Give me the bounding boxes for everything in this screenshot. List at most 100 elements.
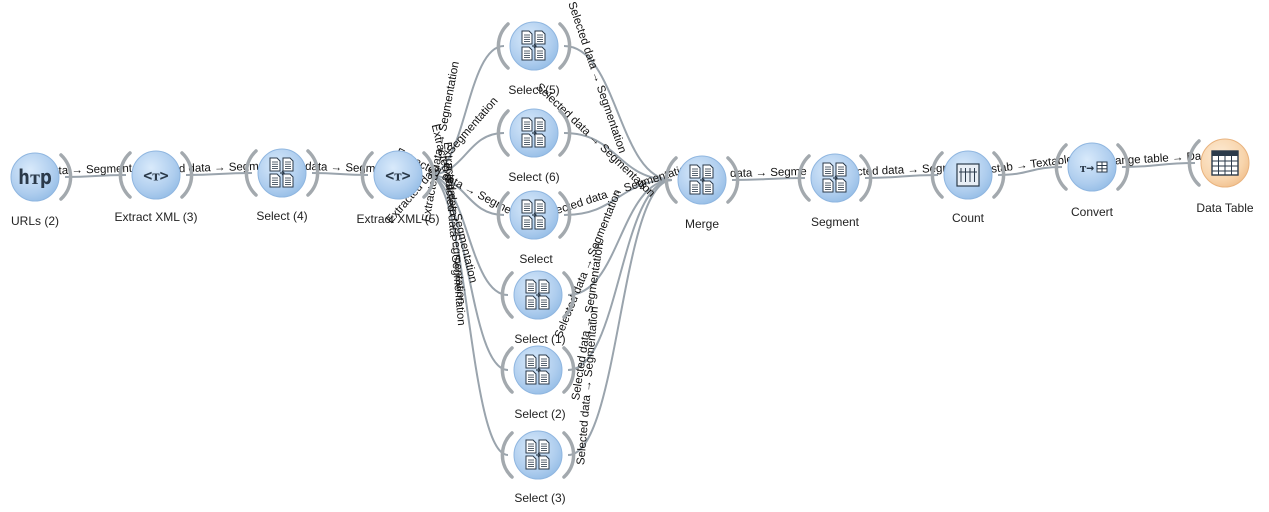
link-sel2-merge[interactable] [567,179,673,371]
link-xml5-sel[interactable] [427,174,505,216]
node-label: Select [519,252,553,266]
data-table-icon [1211,150,1239,176]
links-layer [64,45,1196,456]
node-label: Select (4) [256,209,307,223]
node-label: Select (5) [508,83,559,97]
node-xml5[interactable]: <ᴛ>Extract XML (5) [357,150,440,226]
output-channel-handle[interactable] [558,191,572,239]
link-xml5-sel5[interactable] [427,45,505,176]
xml-tag-icon: <ᴛ> [143,166,168,184]
link-sel1-merge[interactable] [567,179,673,296]
input-channel-handle[interactable] [500,346,514,394]
select-documents-icon [269,157,294,188]
node-xml3[interactable]: <ᴛ> Extract XML (3) [115,150,198,224]
node-count[interactable]: Count [930,150,1006,225]
input-channel-handle[interactable] [244,149,258,197]
node-sel2[interactable]: Select (2) [500,345,576,421]
node-label: Select (1) [514,332,565,346]
select-documents-icon [521,199,546,230]
output-channel-handle[interactable] [562,431,576,479]
link-xml3-sel4[interactable] [185,172,253,176]
select-documents-icon [525,439,550,470]
input-channel-handle[interactable] [500,431,514,479]
input-channel-handle[interactable] [360,151,374,199]
link-label-merge-segment: data → Segme [730,166,807,180]
node-sel[interactable]: Select [496,190,572,266]
node-circle[interactable] [1067,142,1117,192]
input-channel-handle[interactable] [496,191,510,239]
node-label: Select (2) [514,407,565,421]
link-label-sel4-xml5: data → Segm [305,161,376,176]
node-merge[interactable]: Merge [664,155,740,231]
node-label: Extract XML (5) [357,212,440,226]
node-datatable[interactable]: Data Table [1187,138,1254,215]
node-convert[interactable]: ᴛ→ Convert [1054,142,1130,219]
output-channel-handle[interactable] [59,153,73,201]
link-xml5-sel2[interactable] [427,174,509,371]
output-channel-handle[interactable] [992,151,1006,199]
output-channel-handle[interactable] [422,151,436,199]
output-channel-handle[interactable] [558,109,572,157]
input-channel-handle[interactable] [496,109,510,157]
link-xml5-sel6[interactable] [427,132,505,176]
node-label: Data Table [1196,201,1253,215]
select-documents-icon [521,117,546,148]
node-sel6[interactable]: Select (6) [496,108,572,184]
link-convert-datatable[interactable] [1121,162,1196,168]
link-xml5-sel1[interactable] [427,174,509,296]
node-segment[interactable]: Segment [797,153,873,229]
node-label: Count [952,211,985,225]
segment-documents-icon [822,162,847,193]
node-label: Segment [811,215,860,229]
input-channel-handle[interactable] [797,154,811,202]
input-channel-handle[interactable] [930,151,944,199]
output-channel-handle[interactable] [859,154,873,202]
input-channel-handle[interactable] [500,271,514,319]
link-label-sel5-merge: Selected data → Segmentation [565,0,628,155]
input-channel-handle[interactable] [664,156,678,204]
link-sel-merge[interactable] [563,179,673,216]
convert-table-icon: ᴛ→ [1080,161,1108,176]
output-channel-handle[interactable] [726,156,740,204]
count-table-icon [956,163,980,187]
output-channel-handle[interactable] [1116,143,1130,191]
input-channel-handle[interactable] [118,151,132,199]
node-sel5[interactable]: Select (5) [496,21,572,97]
output-channel-handle[interactable] [562,346,576,394]
link-label-xml3-sel4: d data → Segm [179,161,259,175]
svg-text:hᴛp: hᴛp [18,165,52,189]
output-channel-handle[interactable] [306,149,320,197]
input-channel-handle[interactable] [1054,143,1068,191]
node-label: Extract XML (3) [115,210,198,224]
input-channel-handle[interactable] [496,22,510,70]
node-label: Convert [1071,205,1114,219]
input-channel-handle[interactable] [1187,139,1201,187]
svg-text:<ᴛ>: <ᴛ> [143,166,168,184]
link-sel6-merge[interactable] [563,132,673,181]
output-channel-handle[interactable] [558,22,572,70]
link-sel5-merge[interactable] [563,45,673,181]
merge-documents-icon [689,164,714,195]
link-label-segment-count: ected data → Segm [850,162,952,178]
node-sel1[interactable]: Select (1) [500,270,576,346]
link-segment-count[interactable] [864,174,939,179]
select-documents-icon [525,354,550,385]
link-sel3-merge[interactable] [567,179,673,456]
link-count-convert[interactable] [997,166,1063,176]
output-channel-handle[interactable] [562,271,576,319]
node-circle[interactable] [131,150,181,200]
node-label: Select (6) [508,170,559,184]
node-circle[interactable] [10,152,60,202]
link-merge-segment[interactable] [731,177,806,181]
node-sel4[interactable]: Select (4) [244,148,320,223]
node-circle[interactable] [373,150,423,200]
node-sel3[interactable]: Select (3) [500,430,576,505]
link-xml5-sel3[interactable] [427,174,509,456]
link-label-convert-datatable: ange table → Da [1115,151,1202,168]
select-documents-icon [521,30,546,61]
output-channel-handle[interactable] [180,151,194,199]
